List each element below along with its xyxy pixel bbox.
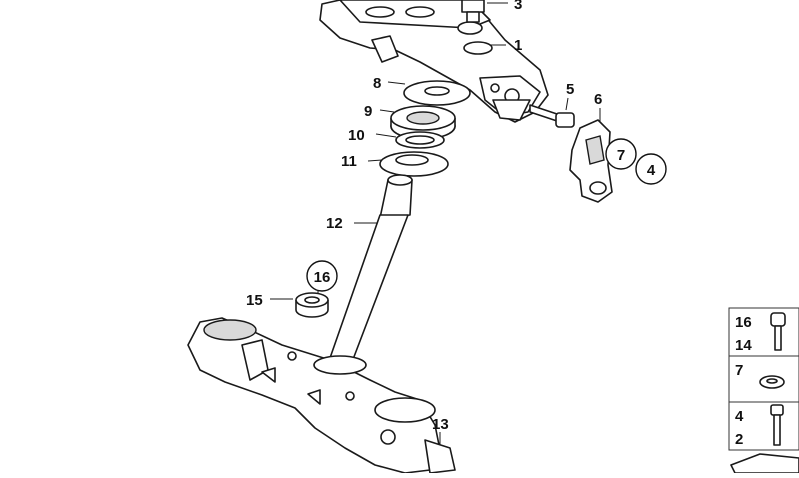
parts-kit-icon bbox=[730, 453, 799, 474]
callout-6: 6 bbox=[594, 91, 602, 108]
washer-8 bbox=[387, 80, 471, 106]
callout-16: 16 bbox=[314, 269, 331, 286]
callout-1: 1 bbox=[514, 37, 522, 54]
legend-row3-bottom: 2 bbox=[735, 431, 743, 448]
callout-16-circle: 16 bbox=[306, 260, 338, 292]
legend-row2: 7 bbox=[735, 362, 743, 379]
callout-5: 5 bbox=[566, 81, 574, 98]
legend-row1-top: 16 bbox=[735, 314, 752, 331]
callout-10: 10 bbox=[348, 127, 365, 144]
upper-triple-clamp bbox=[319, 0, 549, 123]
lower-triple-clamp bbox=[187, 317, 456, 474]
callout-7-circle: 7 bbox=[605, 138, 637, 170]
washer-11 bbox=[367, 151, 449, 177]
callout-15: 15 bbox=[246, 292, 263, 309]
bracket-6 bbox=[569, 108, 613, 203]
callout-9: 9 bbox=[364, 103, 372, 120]
callout-3: 3 bbox=[514, 0, 522, 13]
callout-7: 7 bbox=[617, 147, 625, 164]
callout-13: 13 bbox=[432, 416, 449, 433]
washer-icon bbox=[759, 375, 785, 389]
bolt-icon bbox=[770, 404, 784, 446]
callout-11: 11 bbox=[341, 153, 357, 170]
callout-12: 12 bbox=[326, 215, 343, 232]
bushing-15 bbox=[270, 288, 329, 318]
callout-8: 8 bbox=[373, 75, 381, 92]
bolt-5 bbox=[529, 97, 575, 128]
steering-stem-12 bbox=[329, 174, 413, 363]
screw-icon bbox=[770, 312, 786, 351]
callout-4-circle: 4 bbox=[635, 153, 667, 185]
legend-row3-top: 4 bbox=[735, 408, 744, 425]
legend-row1-bottom: 14 bbox=[735, 337, 752, 354]
callout-4: 4 bbox=[647, 162, 656, 179]
bolt-3 bbox=[461, 0, 508, 23]
ring-10 bbox=[375, 131, 445, 149]
hardware-legend: 16 14 7 4 2 bbox=[728, 307, 799, 474]
